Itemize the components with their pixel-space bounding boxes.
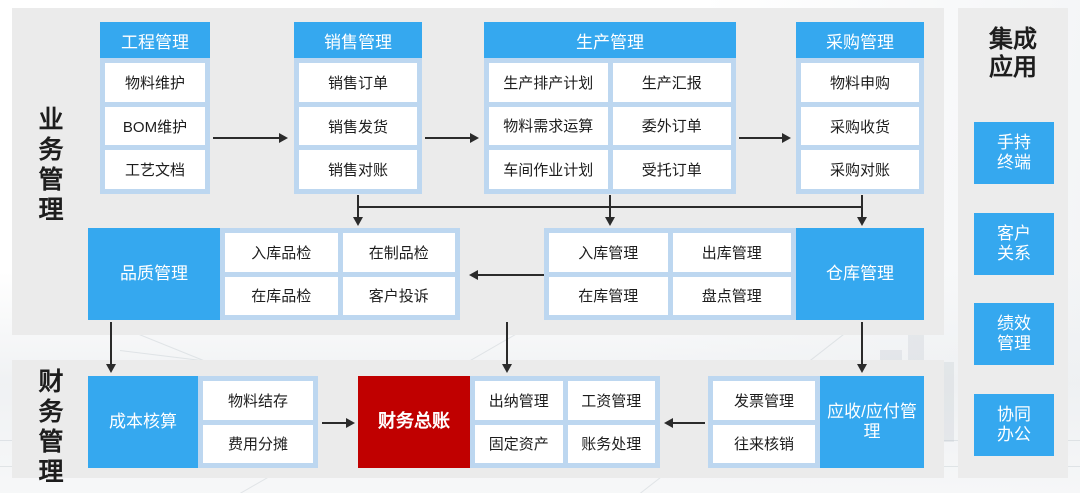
module-item[interactable]: 账务处理 xyxy=(567,424,655,463)
module-item[interactable]: 销售对账 xyxy=(299,150,417,190)
module-item[interactable]: 入库品检 xyxy=(225,233,338,272)
app-button-crm[interactable]: 客户 关系 xyxy=(974,213,1054,275)
module-quality-title: 品质管理 xyxy=(88,228,220,320)
app-button-performance-line1: 绩效 xyxy=(997,313,1031,333)
module-production[interactable]: 生产管理 生产排产计划 生产汇报 物料需求运算 委外订单 车间作业计划 受托订单 xyxy=(484,22,736,194)
arrow-sales-to-production xyxy=(425,137,472,139)
module-ledger[interactable]: 财务总账 出纳管理 工资管理 固定资产 账务处理 xyxy=(358,376,660,468)
arrow-head-down xyxy=(502,364,512,373)
module-item[interactable]: 盘点管理 xyxy=(672,276,791,315)
module-item[interactable]: 在库管理 xyxy=(549,276,668,315)
module-engineering-title: 工程管理 xyxy=(100,22,210,58)
app-button-oa[interactable]: 协同 办公 xyxy=(974,394,1054,456)
arrow-head-right xyxy=(346,418,355,428)
app-button-handheld-line1: 手持 xyxy=(997,132,1031,152)
module-item[interactable]: 在制品检 xyxy=(342,233,455,272)
module-item[interactable]: 出库管理 xyxy=(672,233,791,272)
arrow-head-down xyxy=(605,217,615,226)
integrated-apps-title-wrap: 集成 应用 xyxy=(958,26,1068,81)
bus-drop-production xyxy=(609,195,611,219)
app-button-handheld-line2: 终端 xyxy=(997,153,1031,172)
app-button-performance-line2: 管理 xyxy=(997,334,1031,353)
module-item[interactable]: 销售订单 xyxy=(299,63,417,102)
module-item[interactable]: 物料需求运算 xyxy=(489,106,608,146)
bus-drop-quality xyxy=(357,206,359,219)
arrow-head-left xyxy=(469,270,478,280)
module-sales[interactable]: 销售管理 销售订单 销售发货 销售对账 xyxy=(294,22,422,194)
app-button-oa-line2: 办公 xyxy=(997,425,1031,444)
module-item[interactable]: 物料申购 xyxy=(801,63,919,102)
arrow-costing-to-ledger xyxy=(322,422,348,424)
module-item[interactable]: 委外订单 xyxy=(612,106,731,146)
integrated-apps-title-line1: 集成 xyxy=(989,26,1037,53)
arrow-head-down xyxy=(106,364,116,373)
arrow-head-down xyxy=(857,217,867,226)
app-button-crm-line1: 客户 xyxy=(997,223,1031,243)
module-item[interactable]: 工资管理 xyxy=(567,381,655,420)
module-engineering[interactable]: 工程管理 物料维护 BOM维护 工艺文档 xyxy=(100,22,210,194)
module-item[interactable]: 车间作业计划 xyxy=(489,150,608,189)
arrow-head-down xyxy=(353,217,363,226)
arrow-head-down xyxy=(857,364,867,373)
module-item[interactable]: 物料维护 xyxy=(105,63,205,102)
module-item[interactable]: 固定资产 xyxy=(475,424,563,463)
module-item[interactable]: 客户投诉 xyxy=(342,276,455,315)
arrow-head-left xyxy=(664,418,673,428)
module-item[interactable]: 往来核销 xyxy=(713,424,815,463)
module-warehouse-title: 仓库管理 xyxy=(796,228,924,320)
module-item[interactable]: BOM维护 xyxy=(105,106,205,146)
module-purchase[interactable]: 采购管理 物料申购 采购收货 采购对账 xyxy=(796,22,924,194)
module-production-title: 生产管理 xyxy=(484,22,736,58)
integrated-apps-title-line2: 应用 xyxy=(989,53,1037,81)
arrow-head-right xyxy=(279,133,288,143)
arrow-production-to-purchase xyxy=(739,137,784,139)
arrow-warehouse-to-quality xyxy=(478,274,544,276)
module-item[interactable]: 采购收货 xyxy=(801,106,919,146)
module-item[interactable]: 发票管理 xyxy=(713,381,815,420)
module-item[interactable]: 采购对账 xyxy=(801,150,919,190)
arrow-engineering-to-sales xyxy=(213,137,281,139)
module-item[interactable]: 出纳管理 xyxy=(475,381,563,420)
module-costing-title: 成本核算 xyxy=(88,376,198,468)
module-item[interactable]: 费用分摊 xyxy=(203,424,313,463)
module-item[interactable]: 生产排产计划 xyxy=(489,63,608,102)
arrow-arap-to-ledger xyxy=(673,422,705,424)
module-ledger-title: 财务总账 xyxy=(358,376,470,468)
bus-drop-purchase xyxy=(861,195,863,219)
app-button-performance[interactable]: 绩效 管理 xyxy=(974,303,1054,365)
app-button-oa-line1: 协同 xyxy=(997,404,1031,424)
app-button-crm-line2: 关系 xyxy=(997,244,1031,263)
module-quality[interactable]: 品质管理 入库品检 在制品检 在库品检 客户投诉 xyxy=(88,228,460,320)
drop-warehouse-to-arap xyxy=(861,322,863,366)
module-item[interactable]: 生产汇报 xyxy=(612,63,731,102)
bus-drop-sales xyxy=(357,195,359,207)
finance-section-label: 财务管理 xyxy=(35,368,63,488)
drop-to-ledger xyxy=(506,322,508,366)
module-item[interactable]: 受托订单 xyxy=(612,150,731,189)
module-purchase-title: 采购管理 xyxy=(796,22,924,58)
module-warehouse[interactable]: 入库管理 出库管理 在库管理 盘点管理 仓库管理 xyxy=(544,228,924,320)
module-arap[interactable]: 发票管理 往来核销 应收/应付管理 xyxy=(708,376,924,468)
module-costing[interactable]: 成本核算 物料结存 费用分摊 xyxy=(88,376,318,468)
module-item[interactable]: 工艺文档 xyxy=(105,150,205,190)
business-section-label: 业务管理 xyxy=(35,106,63,226)
module-arap-title: 应收/应付管理 xyxy=(820,376,924,468)
drop-quality-to-costing xyxy=(110,322,112,366)
app-button-handheld[interactable]: 手持 终端 xyxy=(974,122,1054,184)
module-sales-title: 销售管理 xyxy=(294,22,422,58)
module-item[interactable]: 物料结存 xyxy=(203,381,313,420)
arrow-head-right xyxy=(470,133,479,143)
arrow-head-right xyxy=(782,133,791,143)
module-item[interactable]: 销售发货 xyxy=(299,106,417,146)
module-item[interactable]: 在库品检 xyxy=(225,276,338,315)
module-item[interactable]: 入库管理 xyxy=(549,233,668,272)
